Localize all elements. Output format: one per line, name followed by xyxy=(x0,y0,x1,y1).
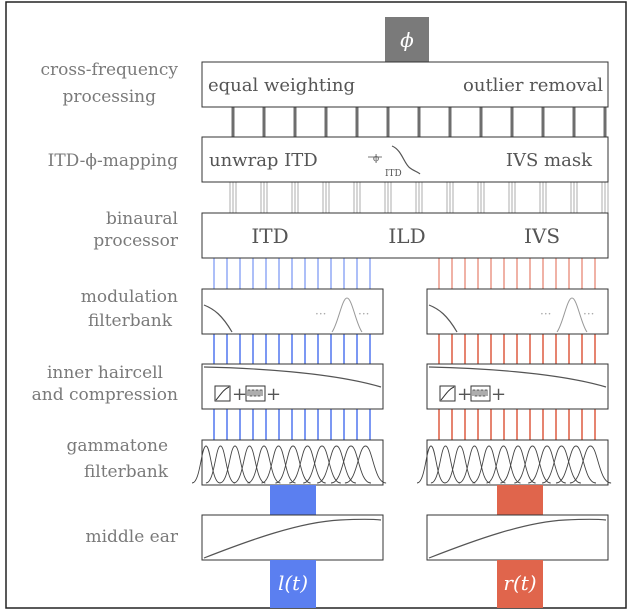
gammatone-filter-curve xyxy=(528,445,566,484)
stage-label-cross-frequency-2: processing xyxy=(62,87,156,107)
stage-label-binaural-1: binaural xyxy=(106,209,178,229)
unwrap-itd-text: unwrap ITD xyxy=(209,150,318,171)
gammatone-filter-curve xyxy=(303,445,341,484)
gammatone-filter-curve xyxy=(430,445,461,484)
ivs-text: IVS xyxy=(524,224,560,248)
phi-output-box xyxy=(385,17,429,62)
ivs-mask-text: IVS mask xyxy=(506,150,593,171)
gammatone-filter-curve xyxy=(500,445,536,484)
mini-itd-label: ITD xyxy=(385,169,402,179)
gammatone-filter-curve xyxy=(330,445,372,484)
gammatone-filter-curve xyxy=(344,445,387,484)
equal-weighting-text: equal weighting xyxy=(208,75,355,96)
stage-label-haircell-2: and compression xyxy=(32,385,178,405)
left-signal-band xyxy=(270,485,316,515)
gammatone-filter-curve xyxy=(569,445,612,484)
mod-dots-left-1: ··· xyxy=(315,307,326,321)
binaural-processor-box xyxy=(201,212,609,259)
gammatone-filter-curve xyxy=(205,445,236,484)
stage-label-itd-mapping: ITD-ϕ-mapping xyxy=(48,151,178,171)
plus-left-1: + xyxy=(232,384,247,405)
plus-right-2: + xyxy=(491,384,506,405)
mini-phi-label: ϕ xyxy=(373,154,379,164)
outlier-removal-text: outlier removal xyxy=(463,75,603,96)
gammatone-filter-curve xyxy=(219,445,251,484)
stage-label-modulation-1: modulation xyxy=(81,287,178,307)
gammatone-filter-curve xyxy=(275,445,311,484)
middle-ear-left xyxy=(201,514,384,561)
middle-ear-right xyxy=(426,514,609,561)
cross-frequency-to-mapping-lines xyxy=(231,107,607,137)
gammatone-filter-curve xyxy=(247,445,281,484)
gammatone-filter-curve xyxy=(444,445,476,484)
stage-label-middle-ear: middle ear xyxy=(85,527,178,547)
gammatone-filter-curve xyxy=(472,445,506,484)
stage-label-haircell-1: inner haircell xyxy=(47,363,163,383)
stage-label-cross-frequency-1: cross-frequency xyxy=(40,60,178,80)
itd-phi-mapping-icon: ϕ ITD xyxy=(368,145,421,179)
gammatone-filter-curve xyxy=(416,445,446,484)
gammatone-filter-curve xyxy=(555,445,597,484)
haircell-left: + + xyxy=(201,363,384,410)
gammatone-filter-curve xyxy=(289,445,326,484)
cross-frequency-box xyxy=(201,61,609,108)
modulation-filterbank-left: ··· ··· xyxy=(201,288,384,335)
itd-text: ITD xyxy=(251,224,288,248)
left-channel-lines xyxy=(213,258,371,440)
stage-label-modulation-2: filterbank xyxy=(88,311,173,331)
right-signal-band xyxy=(497,485,543,515)
modulation-filterbank-right: ··· ··· xyxy=(426,288,609,335)
itd-mapping-box xyxy=(201,136,609,183)
stage-label-gammatone-1: gammatone xyxy=(67,436,168,456)
gammatone-filter-curve xyxy=(316,445,357,484)
left-input-label: l(t) xyxy=(278,571,308,595)
right-input-box xyxy=(497,560,543,608)
right-channel-lines xyxy=(438,258,596,440)
phi-output-label: ϕ xyxy=(400,28,414,52)
gammatone-filter-curve xyxy=(541,445,582,484)
left-input-box xyxy=(270,560,316,608)
gammatone-filter-curve xyxy=(261,445,296,484)
gammatone-filterbank-right xyxy=(426,439,609,486)
mapping-to-binaural-lines xyxy=(229,182,609,213)
ild-text: ILD xyxy=(388,224,425,248)
gammatone-filter-curve xyxy=(458,445,491,484)
gammatone-filters-left xyxy=(191,445,387,484)
plus-right-1: + xyxy=(457,384,472,405)
stage-label-gammatone-2: filterbank xyxy=(84,462,169,482)
plus-left-2: + xyxy=(266,384,281,405)
stage-label-binaural-2: processor xyxy=(93,231,179,251)
mod-dots-right-1: ··· xyxy=(540,307,551,321)
gammatone-filter-curve xyxy=(486,445,521,484)
mod-dots-left-2: ··· xyxy=(358,307,369,321)
haircell-right: + + xyxy=(426,363,609,410)
gammatone-filters-right xyxy=(416,445,612,484)
right-input-label: r(t) xyxy=(503,571,536,595)
gammatone-filter-curve xyxy=(233,445,266,484)
mod-dots-right-2: ··· xyxy=(583,307,594,321)
gammatone-filter-curve xyxy=(514,445,551,484)
gammatone-filter-curve xyxy=(191,445,221,484)
